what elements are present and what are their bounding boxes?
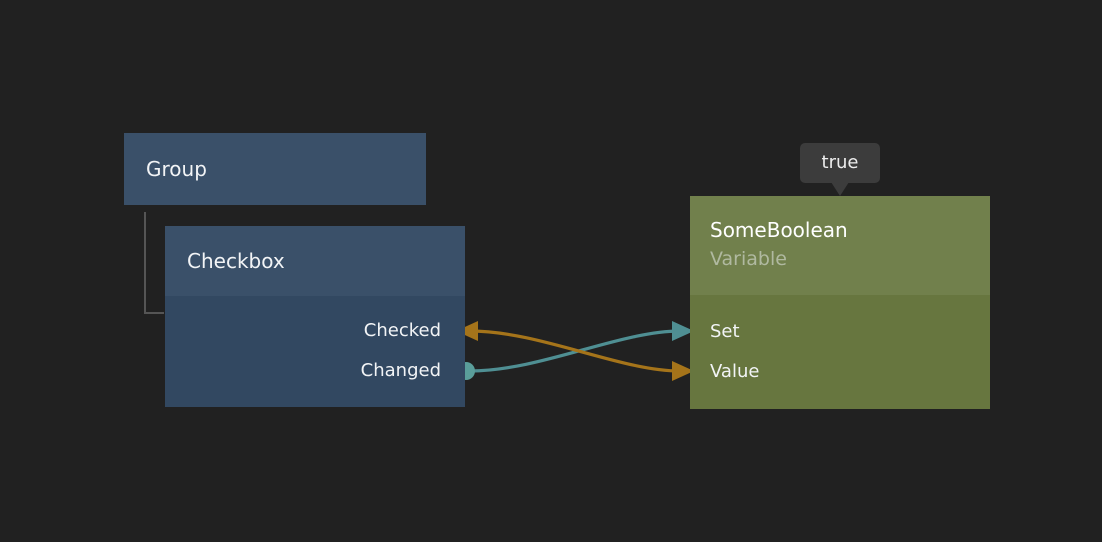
node-variable-title: SomeBoolean [710, 218, 848, 242]
group-title: Group [146, 157, 207, 181]
node-checkbox-body: Checked Changed [165, 296, 465, 407]
port-label-set[interactable]: Set [710, 321, 740, 342]
node-variable[interactable]: SomeBoolean Variable Set Value [690, 196, 990, 409]
port-label-checked[interactable]: Checked [363, 320, 441, 341]
value-tooltip: true [800, 143, 880, 196]
node-checkbox[interactable]: Checkbox Checked Changed [165, 226, 465, 407]
node-checkbox-title: Checkbox [187, 249, 285, 273]
group-header[interactable]: Group [124, 133, 426, 205]
value-tooltip-text: true [821, 152, 859, 173]
port-label-changed[interactable]: Changed [360, 360, 441, 381]
wire-changed-to-set[interactable] [468, 329, 682, 373]
port-label-value[interactable]: Value [710, 361, 760, 382]
wire-value-to-checked[interactable] [468, 329, 682, 373]
node-checkbox-header[interactable]: Checkbox [165, 226, 465, 296]
group-bracket [144, 212, 164, 314]
node-variable-subtitle: Variable [710, 248, 787, 270]
node-variable-body: Set Value [690, 295, 990, 409]
node-variable-header[interactable]: SomeBoolean Variable [690, 196, 990, 295]
value-tooltip-tail-icon [831, 182, 849, 196]
